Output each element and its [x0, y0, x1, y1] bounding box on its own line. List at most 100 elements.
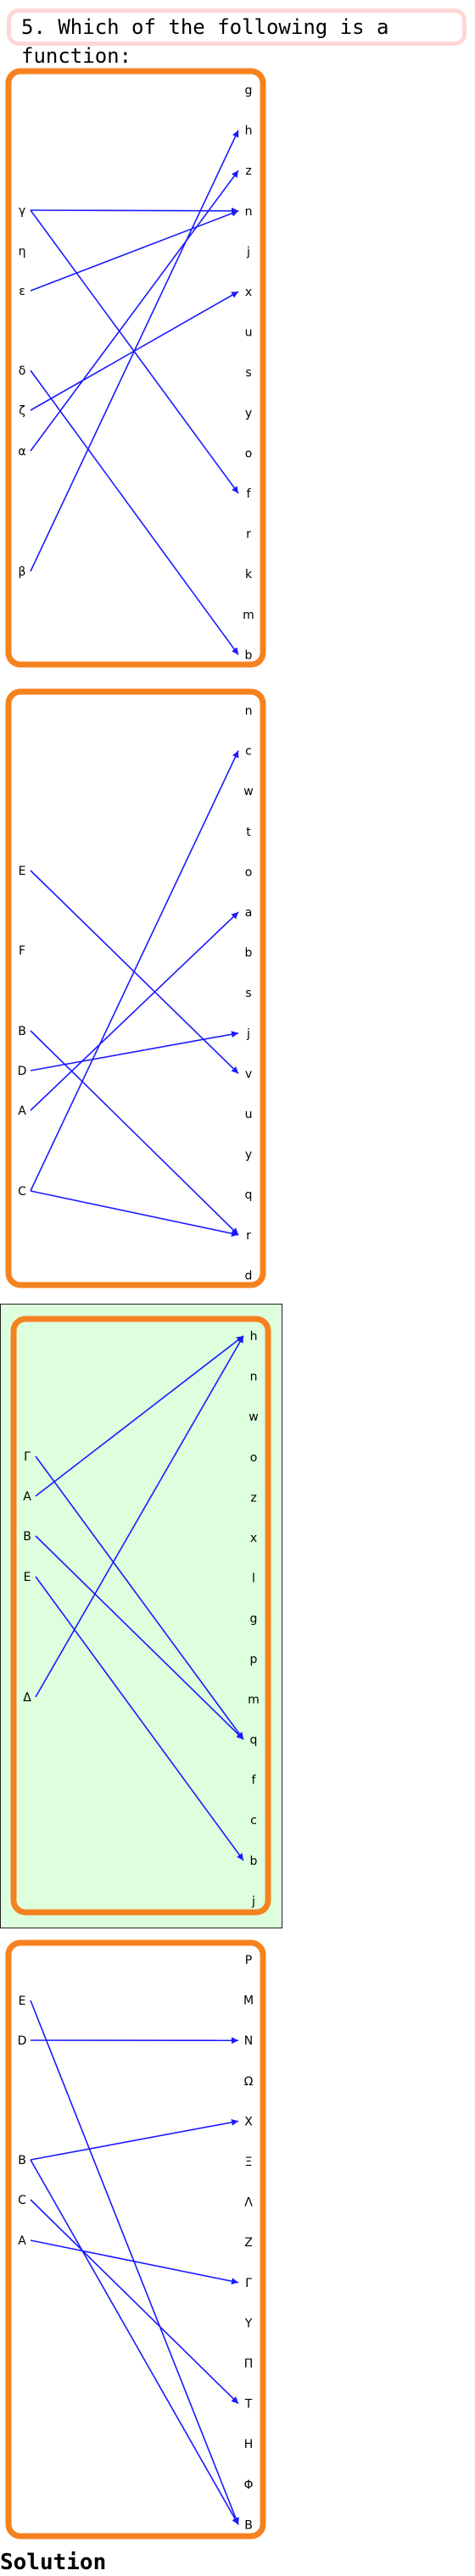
diagram-frame	[5, 688, 266, 1288]
codomain-label: N	[244, 2034, 253, 2048]
codomain-label: Λ	[244, 2196, 253, 2210]
codomain-label: f	[247, 487, 252, 501]
domain-label: B	[18, 2154, 26, 2167]
codomain-label: j	[251, 1894, 255, 1908]
codomain-label: d	[245, 1269, 253, 1282]
mapping-arrow	[30, 370, 239, 655]
codomain-label: y	[245, 407, 252, 420]
domain-label: D	[18, 2034, 27, 2048]
question-text: 5. Which of the following is a function:	[7, 8, 467, 68]
diagram-frame	[10, 1316, 271, 1916]
mapping-arrow	[30, 1190, 239, 1238]
codomain-label: p	[250, 1653, 258, 1666]
codomain-label: w	[249, 1410, 258, 1424]
domain-label: C	[18, 2194, 26, 2207]
mapping-arrow	[30, 130, 239, 572]
codomain-label: h	[245, 125, 253, 138]
domain-label: α	[18, 445, 25, 459]
codomain-label: x	[245, 286, 252, 299]
domain-label: ζ	[19, 404, 25, 418]
codomain-label: Ξ	[245, 2156, 253, 2169]
mapping-arrow	[35, 1455, 244, 1740]
mapping-arrow	[35, 1535, 244, 1740]
codomain-label: s	[245, 987, 251, 1000]
codomain-label: z	[245, 164, 251, 178]
codomain-label: q	[250, 1733, 258, 1747]
codomain-label: o	[250, 1451, 258, 1465]
codomain-label: Φ	[243, 2479, 253, 2492]
domain-label: A	[18, 2234, 26, 2248]
domain-label: B	[18, 1025, 26, 1038]
domain-label: E	[19, 865, 26, 878]
domain-label: δ	[19, 364, 26, 378]
mapping-arrow	[35, 1576, 244, 1861]
codomain-label: T	[244, 2398, 253, 2412]
codomain-label: n	[245, 704, 253, 718]
domain-label: C	[18, 1185, 26, 1199]
codomain-label: q	[245, 1188, 253, 1202]
codomain-label: r	[246, 528, 251, 542]
codomain-label: H	[244, 2438, 254, 2451]
codomain-label: X	[244, 2115, 253, 2128]
codomain-label: r	[246, 1229, 251, 1243]
solution-heading: Solution	[0, 2550, 107, 2575]
codomain-label: g	[250, 1612, 258, 1626]
domain-label: A	[23, 1490, 31, 1504]
codomain-label: o	[245, 865, 253, 879]
codomain-label: u	[245, 326, 253, 340]
domain-label: E	[24, 1571, 31, 1584]
domain-label: A	[18, 1104, 26, 1118]
codomain-label: h	[250, 1330, 258, 1344]
codomain-label: Υ	[244, 2317, 253, 2330]
mapping-arrow	[30, 2118, 239, 2161]
codomain-label: t	[246, 826, 251, 839]
codomain-label: M	[243, 1995, 254, 2008]
codomain-label: c	[250, 1814, 257, 1828]
codomain-label: j	[246, 245, 250, 259]
codomain-label: Π	[244, 2357, 254, 2371]
codomain-label: l	[252, 1572, 255, 1586]
mapping-arrow	[30, 2239, 239, 2285]
mapping-arrow	[30, 209, 239, 292]
diagram-frame	[5, 68, 266, 668]
domain-label: η	[19, 245, 26, 259]
codomain-label: Ω	[244, 2075, 254, 2089]
domain-label: γ	[19, 204, 25, 218]
domain-label: Δ	[23, 1691, 31, 1705]
codomain-label: b	[250, 1855, 258, 1868]
codomain-label: w	[243, 785, 253, 798]
domain-label: ε	[19, 285, 25, 298]
codomain-label: v	[245, 1067, 252, 1081]
codomain-label: n	[250, 1371, 258, 1384]
domain-label: E	[19, 1995, 26, 2008]
codomain-label: o	[245, 447, 253, 460]
codomain-label: b	[245, 648, 253, 662]
codomain-label: y	[245, 1149, 252, 1162]
mapping-arrow	[30, 207, 239, 214]
codomain-label: g	[245, 84, 253, 97]
codomain-label: b	[245, 947, 253, 960]
codomain-label: m	[243, 609, 254, 622]
codomain-label: Z	[244, 2236, 253, 2250]
domain-label: β	[19, 565, 26, 579]
codomain-label: j	[246, 1027, 250, 1041]
codomain-label: x	[250, 1532, 257, 1545]
mapping-arrow	[30, 1031, 239, 1071]
domain-label: F	[19, 944, 25, 958]
mapping-arrow	[30, 2159, 239, 2525]
mapping-arrow	[30, 750, 239, 1192]
mapping-arrow	[30, 911, 239, 1111]
codomain-label: k	[245, 568, 253, 581]
mapping-arrow	[35, 1335, 244, 1698]
domain-label: D	[18, 1065, 27, 1078]
codomain-label: n	[245, 205, 253, 219]
domain-label: Γ	[24, 1450, 31, 1464]
mapping-arrow	[30, 170, 239, 452]
codomain-label: P	[245, 1954, 252, 1967]
codomain-label: Γ	[245, 2277, 252, 2290]
